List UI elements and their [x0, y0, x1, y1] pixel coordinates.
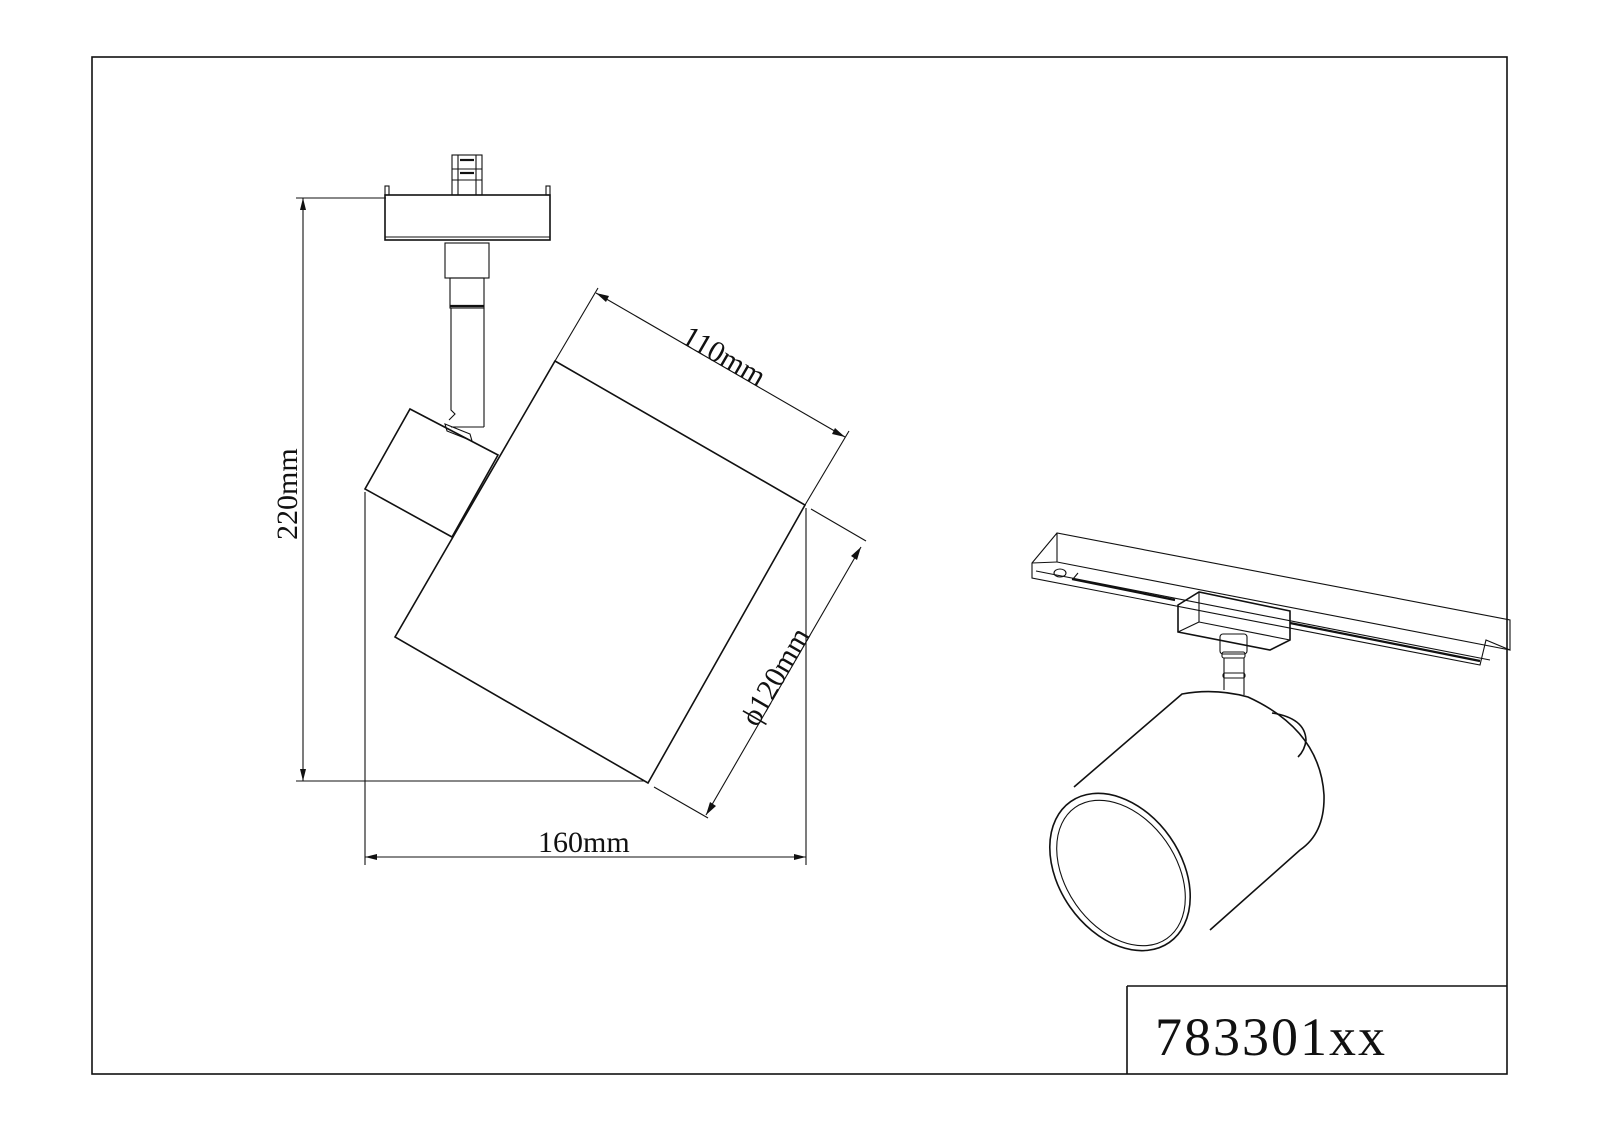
width-label: 160mm	[538, 826, 630, 859]
rear-housing	[363, 407, 500, 539]
title-block: 783301xx	[1126, 985, 1507, 1074]
iso-front-rim-inner	[1056, 799, 1186, 947]
dimension-height: 220mm	[271, 197, 645, 782]
isometric-view	[1031, 532, 1511, 952]
stem	[444, 242, 490, 442]
iso-adapter	[1177, 591, 1291, 651]
head-length-label: 110mm	[677, 319, 772, 393]
dimension-width: 160mm	[364, 492, 807, 865]
iso-front-rim-outer	[1048, 792, 1192, 952]
adapter-clip	[451, 154, 483, 196]
track-rail	[1031, 532, 1511, 666]
iso-stem	[1219, 633, 1248, 695]
head-diameter-label: ϕ120mm	[734, 622, 816, 732]
product-code: 783301xx	[1155, 1007, 1387, 1067]
side-view	[363, 154, 807, 785]
track-adapter	[384, 185, 551, 241]
iso-lamp-body	[1073, 690, 1325, 931]
height-label: 220mm	[271, 448, 304, 540]
dimension-head-length: 110mm	[554, 287, 850, 506]
drawing-frame	[91, 56, 1508, 1075]
dimension-head-diameter: ϕ120mm	[653, 508, 867, 819]
iso-knob	[1271, 712, 1307, 758]
lamp-head	[393, 359, 807, 785]
